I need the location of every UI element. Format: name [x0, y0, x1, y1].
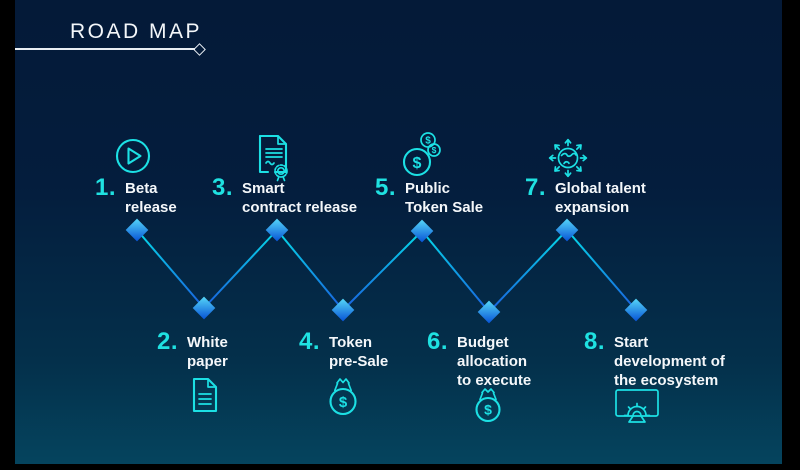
milestone-label: Budget allocation to execute: [457, 334, 532, 389]
coins-icon: $ $ $: [400, 131, 442, 179]
milestone-number: 5.: [375, 174, 397, 201]
globe-expansion-icon: [545, 135, 591, 181]
milestone-label: Public Token Sale: [405, 180, 484, 216]
certificate-document-icon: [254, 133, 294, 183]
milestone-diamonds: [125, 218, 648, 324]
milestone-number: 2.: [157, 328, 179, 355]
svg-text:$: $: [339, 394, 348, 411]
milestone-label: Beta release: [125, 180, 177, 216]
page-title: ROAD MAP: [70, 20, 203, 43]
milestone-label: Start development of the ecosystem: [614, 334, 725, 389]
milestone-label: Global talent expansion: [555, 180, 646, 216]
money-bag-icon: $: [324, 376, 362, 416]
svg-text:$: $: [484, 402, 492, 418]
monitor-gear-icon: [612, 387, 662, 427]
milestone-number: 1.: [95, 174, 117, 201]
svg-text:$: $: [413, 155, 422, 172]
document-icon: [189, 376, 221, 414]
milestone-number: 8.: [584, 328, 606, 355]
svg-text:$: $: [425, 136, 431, 147]
title-diamond-icon: [193, 43, 206, 56]
milestone-number: 4.: [299, 328, 321, 355]
play-circle-icon: [111, 134, 155, 178]
milestone-number: 3.: [212, 174, 234, 201]
svg-text:$: $: [432, 145, 437, 155]
milestone-number: 7.: [525, 174, 547, 201]
milestone-label: Token pre-Sale: [329, 334, 389, 370]
money-bag-icon: $: [470, 386, 506, 423]
milestone-label: White paper: [187, 334, 228, 370]
milestone-label: Smart contract release: [242, 180, 358, 216]
title-underline: [15, 48, 195, 50]
milestone-number: 6.: [427, 328, 449, 355]
